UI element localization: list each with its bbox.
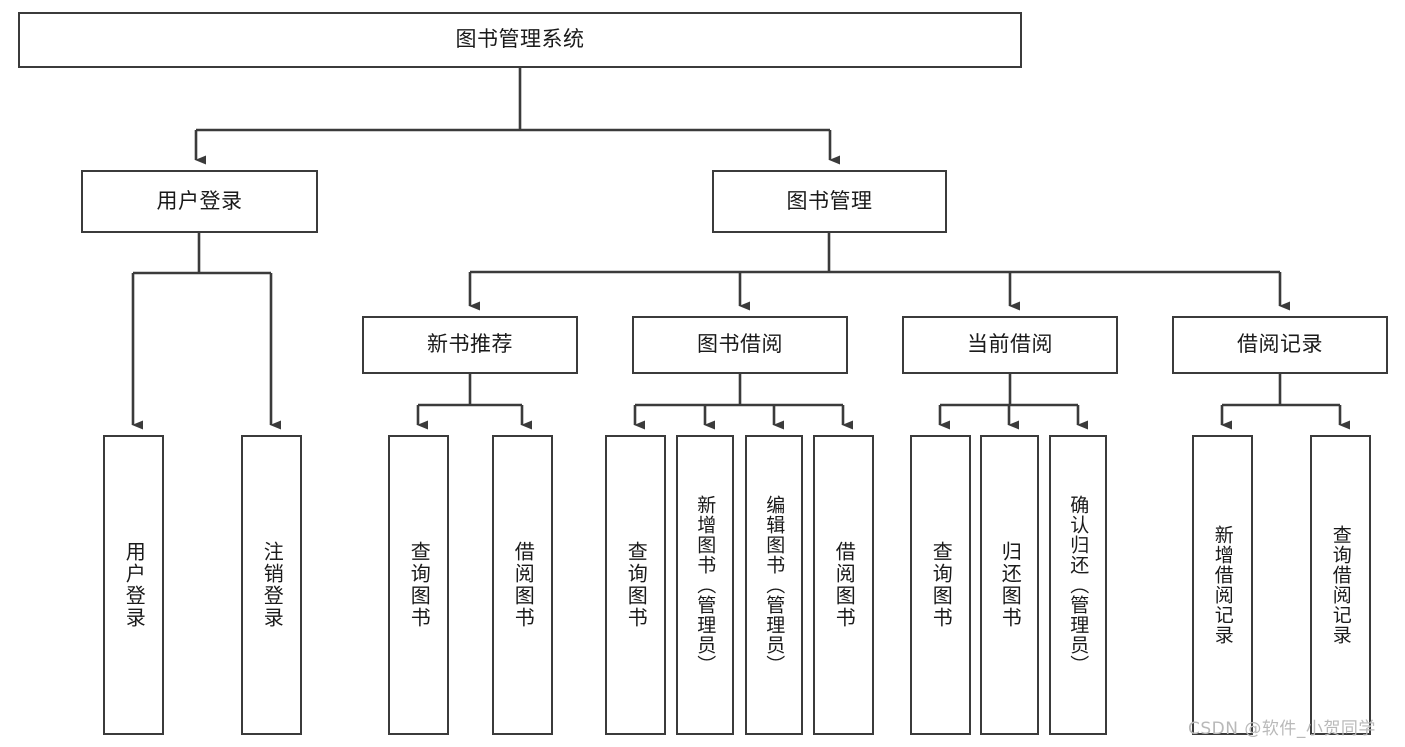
node-new-book-recommend-label: 新书推荐 (427, 332, 513, 357)
node-leaf-borrow-book-2-label: 借阅图书 (832, 541, 857, 629)
node-new-book-recommend[interactable]: 新书推荐 (362, 316, 578, 374)
node-root-label: 图书管理系统 (455, 27, 585, 52)
node-leaf-add-record[interactable]: 新增借阅记录 (1192, 435, 1253, 735)
node-current-borrow[interactable]: 当前借阅 (902, 316, 1118, 374)
node-leaf-confirm-return[interactable]: 确认归还（管理员） (1049, 435, 1107, 735)
node-borrow-record-label: 借阅记录 (1237, 332, 1323, 357)
node-leaf-query-record-label: 查询借阅记录 (1329, 525, 1352, 645)
node-leaf-edit-book[interactable]: 编辑图书（管理员） (745, 435, 803, 735)
node-leaf-query-book-3[interactable]: 查询图书 (910, 435, 971, 735)
node-book-borrow[interactable]: 图书借阅 (632, 316, 848, 374)
node-leaf-query-book-2[interactable]: 查询图书 (605, 435, 666, 735)
node-leaf-logout-login[interactable]: 注销登录 (241, 435, 302, 735)
node-user-login-label: 用户登录 (156, 188, 243, 213)
node-leaf-borrow-book-1[interactable]: 借阅图书 (492, 435, 553, 735)
node-leaf-add-book-label: 新增图书（管理员） (694, 495, 717, 675)
node-leaf-query-book-3-label: 查询图书 (929, 541, 954, 629)
node-leaf-return-book[interactable]: 归还图书 (980, 435, 1039, 735)
node-leaf-query-book-2-label: 查询图书 (624, 541, 649, 629)
node-leaf-confirm-return-label: 确认归还（管理员） (1067, 495, 1090, 675)
node-leaf-query-book-1-label: 查询图书 (407, 541, 432, 629)
node-leaf-query-book-1[interactable]: 查询图书 (388, 435, 449, 735)
node-book-borrow-label: 图书借阅 (697, 332, 783, 357)
node-leaf-edit-book-label: 编辑图书（管理员） (763, 495, 786, 675)
node-book-management[interactable]: 图书管理 (712, 170, 947, 233)
node-leaf-borrow-book-1-label: 借阅图书 (511, 541, 536, 629)
node-book-management-label: 图书管理 (786, 188, 873, 213)
node-current-borrow-label: 当前借阅 (967, 332, 1053, 357)
node-leaf-return-book-label: 归还图书 (998, 541, 1023, 629)
node-leaf-user-login[interactable]: 用户登录 (103, 435, 164, 735)
node-leaf-add-book[interactable]: 新增图书（管理员） (676, 435, 734, 735)
node-borrow-record[interactable]: 借阅记录 (1172, 316, 1388, 374)
node-user-login[interactable]: 用户登录 (81, 170, 318, 233)
node-leaf-query-record[interactable]: 查询借阅记录 (1310, 435, 1371, 735)
csdn-watermark: CSDN @软件_小贺同学 (1188, 719, 1376, 739)
node-leaf-user-login-label: 用户登录 (122, 541, 147, 629)
node-leaf-logout-login-label: 注销登录 (260, 541, 285, 629)
node-leaf-add-record-label: 新增借阅记录 (1211, 525, 1234, 645)
node-root[interactable]: 图书管理系统 (18, 12, 1022, 68)
node-leaf-borrow-book-2[interactable]: 借阅图书 (813, 435, 874, 735)
